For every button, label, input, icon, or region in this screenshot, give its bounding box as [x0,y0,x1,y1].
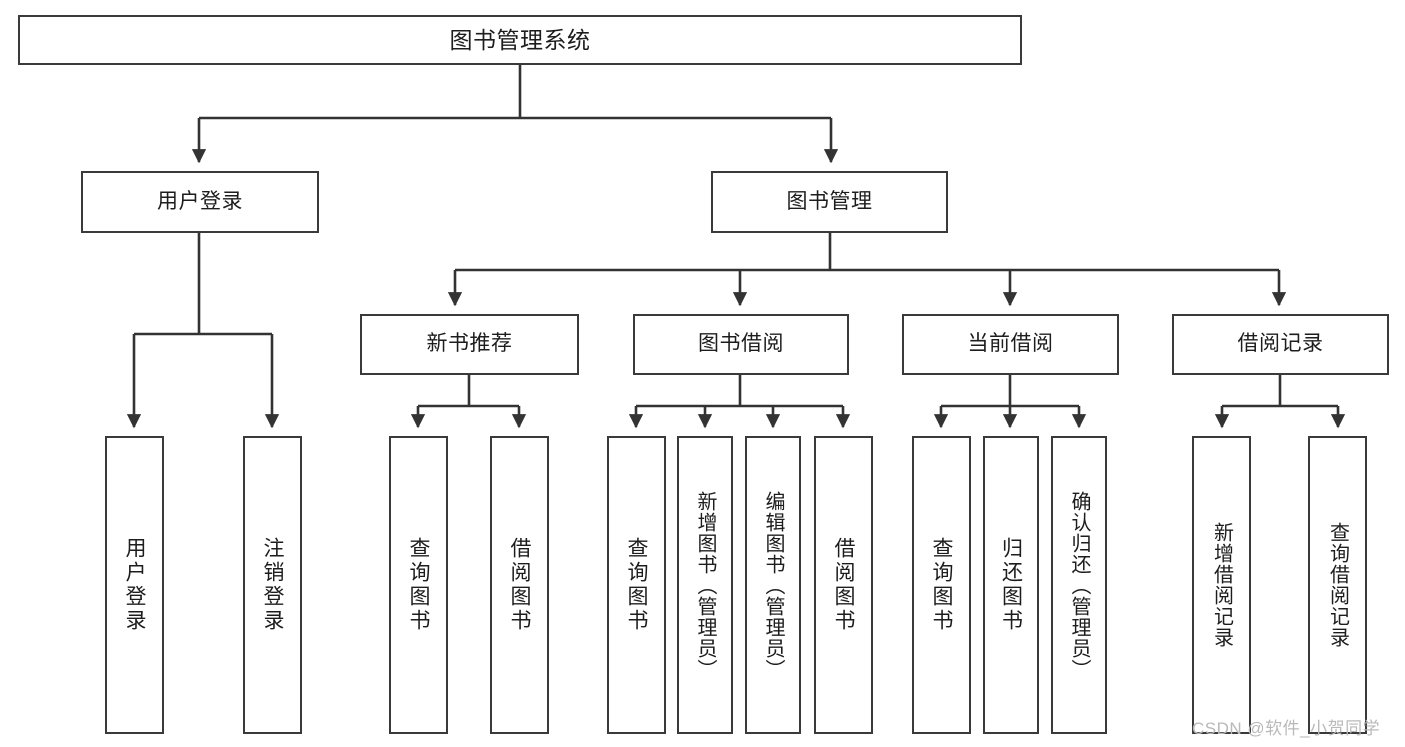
node-label: 用户登录 [157,189,243,213]
node-borrow-record[interactable]: 借阅记录 [1172,314,1389,375]
node-label: 用户登录 [123,537,147,633]
node-label: 图书管理系统 [449,26,591,53]
node-label: 当前借阅 [967,332,1054,356]
node-label: 图书借阅 [698,332,784,356]
leaf-confirm-return-admin[interactable]: 确认归还（管理员） [1051,436,1107,734]
node-label: 查询借阅记录 [1326,522,1349,648]
leaf-query-book-current[interactable]: 查询图书 [912,436,971,734]
node-label: 借阅图书 [832,537,856,633]
node-label: 借阅图书 [508,537,532,633]
leaf-borrow-book-new-rec[interactable]: 借阅图书 [490,436,549,734]
node-root-system[interactable]: 图书管理系统 [18,15,1022,65]
csdn-watermark: CSDN @软件_小贺同学 [1192,719,1381,738]
leaf-query-book-new-rec[interactable]: 查询图书 [389,436,448,734]
node-label: 图书管理 [786,189,873,213]
node-current-borrow[interactable]: 当前借阅 [902,314,1119,375]
node-label: 注销登录 [261,537,285,633]
node-label: 查询图书 [625,537,649,633]
node-new-book-recommend[interactable]: 新书推荐 [360,314,579,375]
leaf-query-book-borrow[interactable]: 查询图书 [607,436,666,734]
node-label: 确认归还（管理员） [1068,490,1090,680]
leaf-add-book-admin[interactable]: 新增图书（管理员） [677,436,733,734]
node-label: 新书推荐 [426,332,513,356]
node-user-login[interactable]: 用户登录 [81,171,319,233]
leaf-query-borrow-record[interactable]: 查询借阅记录 [1308,436,1367,734]
leaf-edit-book-admin[interactable]: 编辑图书（管理员） [745,436,801,734]
node-book-borrow[interactable]: 图书借阅 [633,314,849,375]
node-book-manage[interactable]: 图书管理 [711,171,948,233]
node-label: 查询图书 [407,537,431,633]
leaf-add-borrow-record[interactable]: 新增借阅记录 [1192,436,1251,734]
leaf-logout-login[interactable]: 注销登录 [243,436,302,734]
leaf-return-book[interactable]: 归还图书 [983,436,1039,734]
node-label: 借阅记录 [1237,332,1324,356]
node-label: 归还图书 [999,537,1023,633]
node-label: 新增借阅记录 [1210,522,1233,648]
leaf-user-login[interactable]: 用户登录 [105,436,164,734]
leaf-borrow-book-borrow[interactable]: 借阅图书 [814,436,873,734]
node-label: 编辑图书（管理员） [762,490,784,680]
node-label: 查询图书 [930,537,954,633]
node-label: 新增图书（管理员） [694,490,716,680]
